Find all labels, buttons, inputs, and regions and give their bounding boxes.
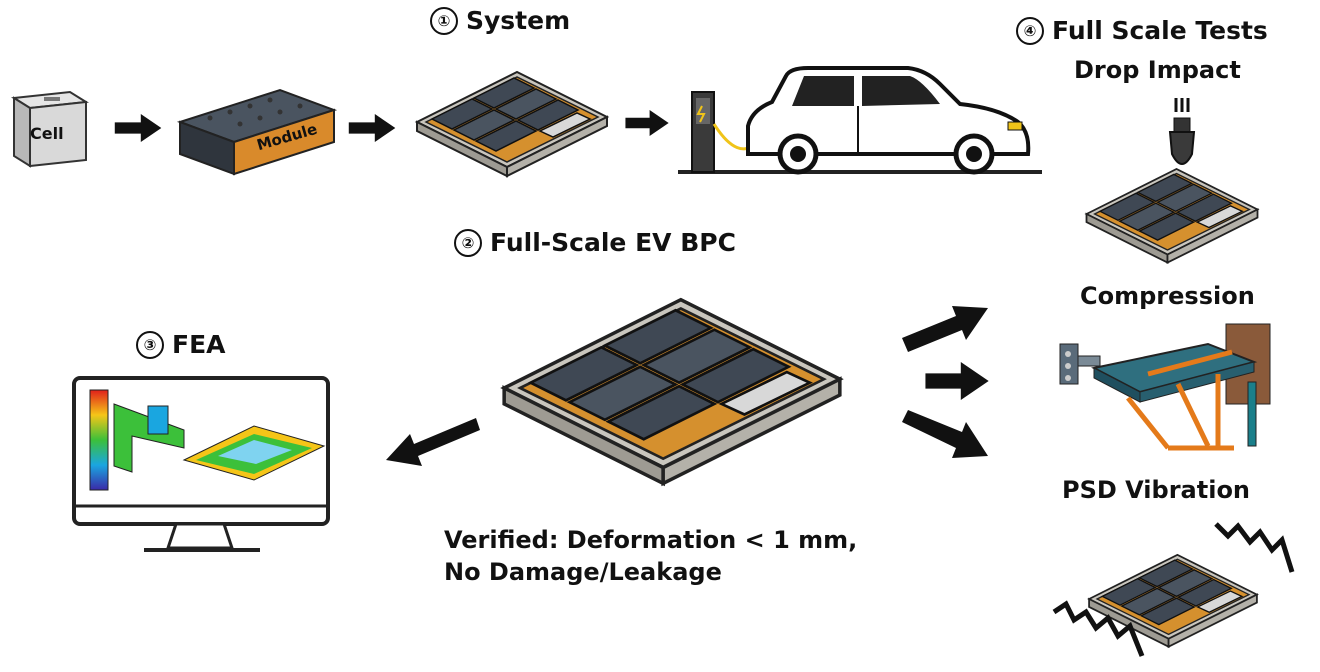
system-title: ① System: [430, 6, 570, 35]
tests-title-text: Full Scale Tests: [1052, 16, 1268, 45]
arrow-up-right-icon: [902, 306, 988, 352]
bpc-title-text: Full-Scale EV BPC: [490, 228, 736, 257]
drop-impactor-icon: [1168, 98, 1196, 165]
step-number: ④: [1016, 17, 1044, 45]
arrow-down-right-icon: [902, 410, 988, 458]
fea-title-text: FEA: [172, 330, 226, 359]
arrow-right-icon: [912, 362, 1002, 400]
fea-title: ③ FEA: [136, 330, 226, 359]
step-number: ③: [136, 331, 164, 359]
step-number: ①: [430, 7, 458, 35]
cell-label: Cell: [30, 124, 64, 143]
arrow-left-down-icon: [386, 418, 480, 466]
psd-vibration-label: PSD Vibration: [1062, 476, 1251, 504]
arrow-right-icon: [114, 114, 162, 142]
module-icon: [176, 88, 338, 176]
drop-test-pack-icon: [1082, 160, 1262, 268]
compression-rig-icon: [1059, 323, 1271, 451]
battery-pack-large-icon: [492, 282, 852, 494]
ev-car-charging-icon: [678, 66, 1042, 175]
bpc-title: ② Full-Scale EV BPC: [454, 228, 736, 257]
cell-icon: [11, 90, 89, 168]
arrow-right-icon: [348, 114, 396, 142]
arrow-right-icon: [624, 110, 670, 136]
tests-title: ④ Full Scale Tests: [1016, 16, 1268, 45]
drop-impact-label: Drop Impact: [1074, 56, 1241, 84]
compression-label: Compression: [1080, 282, 1255, 310]
battery-pack-icon: [412, 62, 612, 182]
vibration-waves-bottom-icon: [1052, 600, 1145, 657]
verified-note: Verified: Deformation < 1 mm, No Damage/…: [444, 524, 857, 588]
verified-line-2: No Damage/Leakage: [444, 558, 722, 586]
verified-line-1: Verified: Deformation < 1 mm,: [444, 526, 858, 554]
fea-monitor-icon: [72, 376, 330, 552]
step-number: ②: [454, 229, 482, 257]
system-title-text: System: [466, 6, 571, 35]
vibration-waves-top-icon: [1214, 522, 1295, 573]
